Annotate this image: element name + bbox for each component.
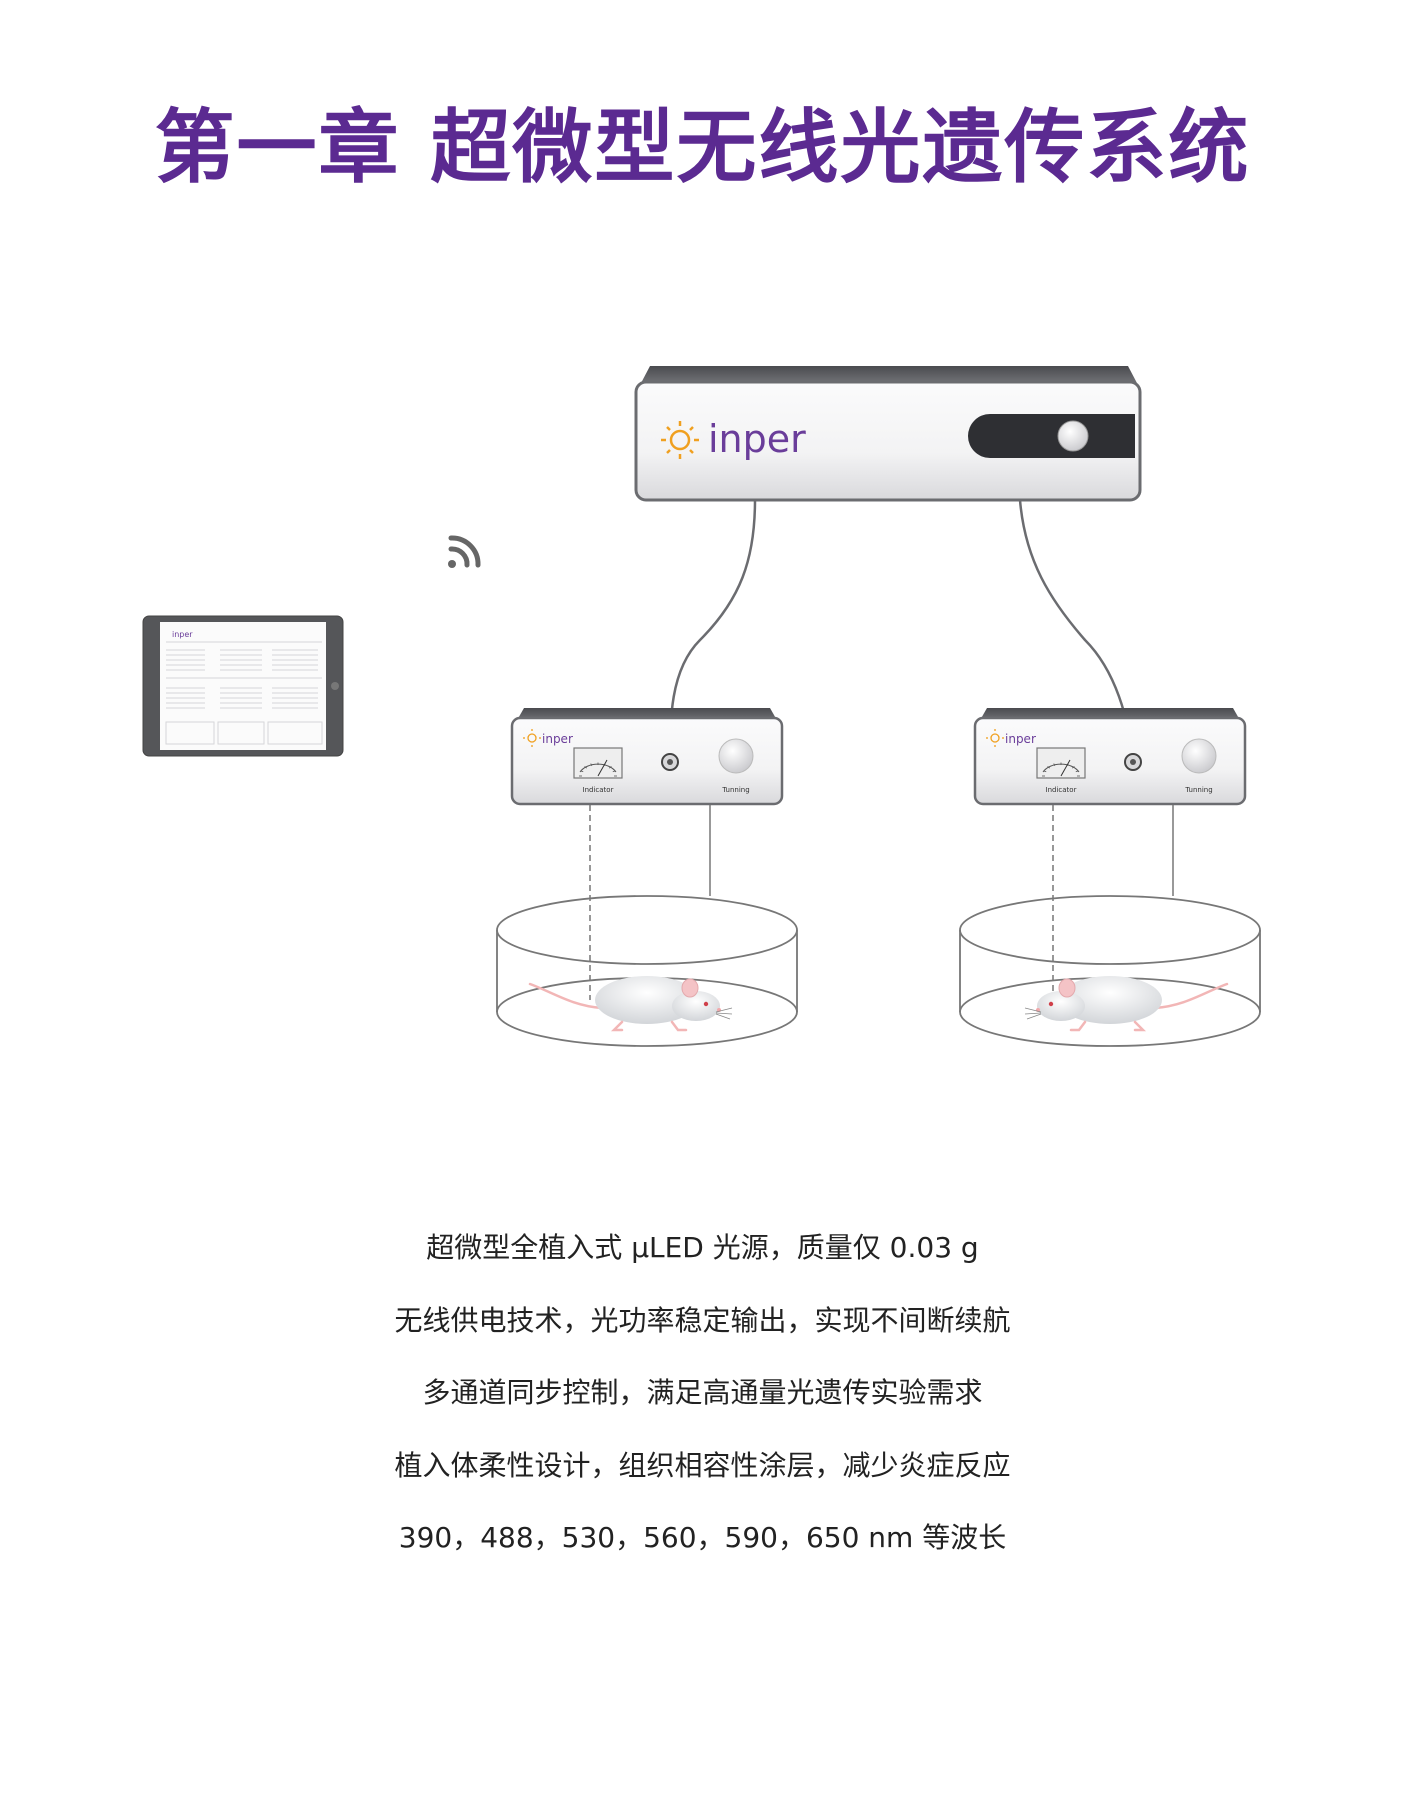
indicator-meter [573,747,623,779]
power-button [1057,420,1089,452]
main-controller: inper [634,366,1142,502]
channel-brand: inper [1005,732,1036,746]
mouse-arena-1 [496,805,798,1047]
page-title: 第一章 超微型无线光遗传系统 [154,101,1251,194]
tablet-brand: inper [172,630,193,639]
feature-item: 超微型全植入式 μLED 光源，质量仅 0.03 g [426,1231,979,1264]
tuning-knob [1181,738,1217,774]
tuning-label: Tunning [1184,786,1212,794]
mouse-icon [528,976,733,1032]
feature-item: 植入体柔性设计，组织相容性涂层，减少炎症反应 [394,1448,1011,1482]
feature-item: 无线供电技术，光功率稳定输出，实现不间断续航 [394,1303,1011,1337]
sun-logo-icon [986,729,1004,747]
tablet-home-button [331,682,339,690]
channel-brand: inper [542,732,573,746]
sun-logo-icon [661,421,699,459]
feature-item: 390，488，530，560，590，650 nm 等波长 [398,1521,1007,1554]
mouse-icon [1024,976,1229,1032]
tuning-knob [718,738,754,774]
indicator-meter [1036,747,1086,779]
tablet: inper [142,615,344,757]
sun-logo-icon [523,729,541,747]
mouse-arena-2 [959,805,1261,1047]
tablet-screen [160,622,326,750]
indicator-label: Indicator [583,786,614,794]
indicator-label: Indicator [1046,786,1077,794]
main-unit-brand: inper [708,417,806,461]
wireless-signal-icon [448,535,481,568]
tuning-label: Tunning [721,786,749,794]
feature-list: 超微型全植入式 μLED 光源，质量仅 0.03 g 无线供电技术，光功率稳定输… [0,1212,1405,1575]
feature-item: 多通道同步控制，满足高通量光遗传实验需求 [422,1376,983,1409]
